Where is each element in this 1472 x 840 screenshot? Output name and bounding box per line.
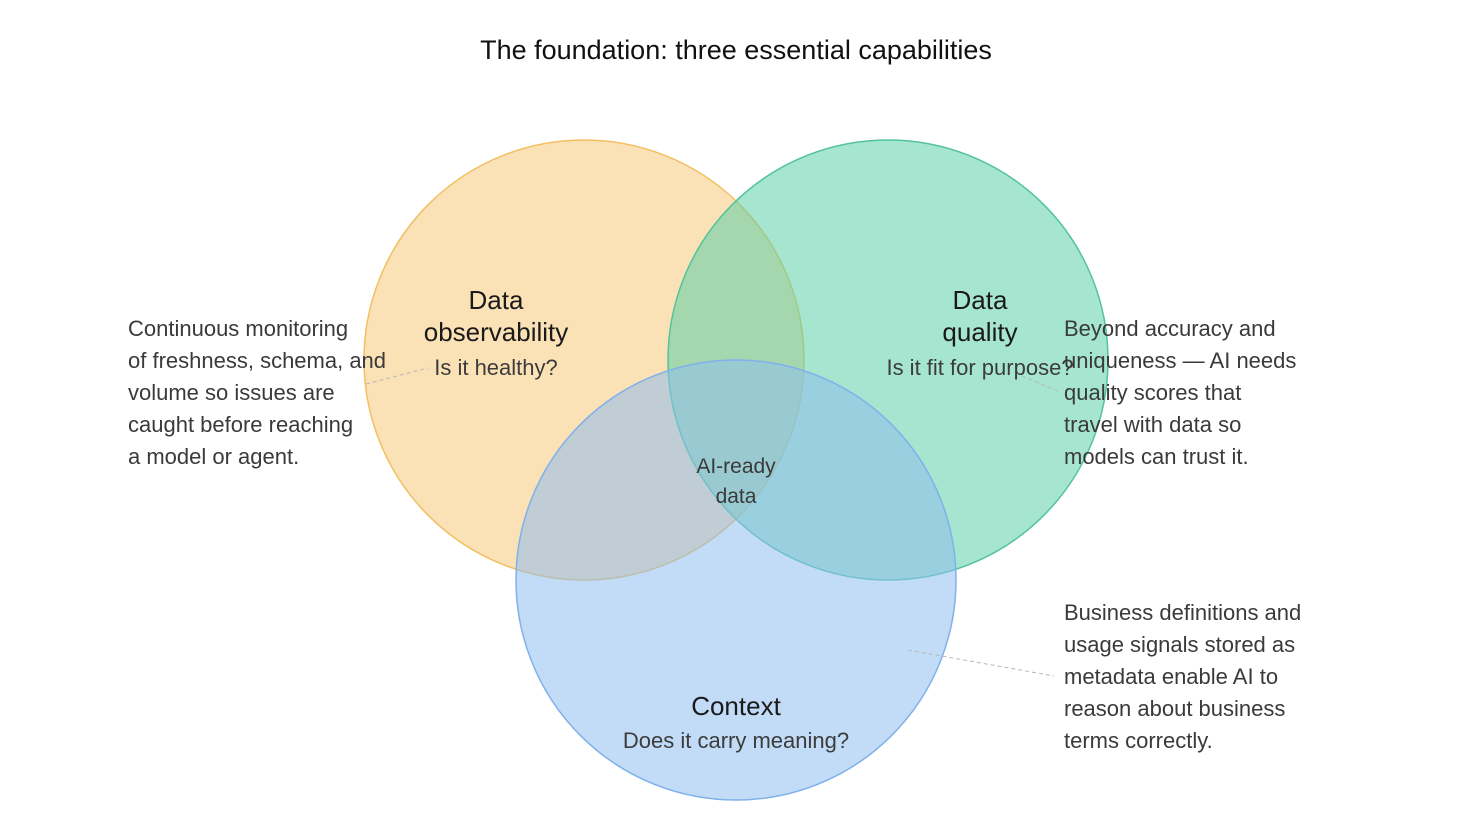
quality-note-line: quality scores that	[1064, 380, 1241, 405]
observability-title-line-2: observability	[424, 317, 569, 347]
context-note-line: metadata enable AI to	[1064, 664, 1278, 689]
observability-note-line: Continuous monitoring	[128, 316, 348, 341]
quality-title-line-1: Data	[953, 285, 1008, 315]
observability-note-line: a model or agent.	[128, 444, 299, 469]
quality-note-line: uniqueness — AI needs	[1064, 348, 1296, 373]
context-note-line: reason about business	[1064, 696, 1285, 721]
quality-note-line: travel with data so	[1064, 412, 1241, 437]
observability-note-line: volume so issues are	[128, 380, 335, 405]
context-note-line: usage signals stored as	[1064, 632, 1295, 657]
observability-leader-line	[365, 367, 429, 385]
center-label-line-2: data	[716, 485, 757, 508]
observability-title-line-1: Data	[469, 285, 524, 315]
observability-note: Continuous monitoring of freshness, sche…	[128, 316, 386, 469]
quality-title-line-2: quality	[942, 317, 1017, 347]
quality-note: Beyond accuracy and uniqueness — AI need…	[1064, 316, 1296, 469]
quality-note-line: models can trust it.	[1064, 444, 1249, 469]
context-question: Does it carry meaning?	[623, 728, 849, 753]
observability-note-line: of freshness, schema, and	[128, 348, 386, 373]
observability-note-line: caught before reaching	[128, 412, 353, 437]
context-title: Context	[691, 691, 781, 721]
context-note: Business definitions and usage signals s…	[1064, 600, 1301, 753]
context-note-line: terms correctly.	[1064, 728, 1213, 753]
quality-question: Is it fit for purpose?	[886, 355, 1073, 380]
context-circle	[515, 359, 957, 801]
quality-note-line: Beyond accuracy and	[1064, 316, 1276, 341]
context-leader-line	[907, 649, 1055, 677]
diagram-title: The foundation: three essential capabili…	[480, 35, 992, 65]
context-note-line: Business definitions and	[1064, 600, 1301, 625]
observability-question: Is it healthy?	[434, 355, 558, 380]
center-label-line-1: AI-ready	[696, 455, 776, 478]
